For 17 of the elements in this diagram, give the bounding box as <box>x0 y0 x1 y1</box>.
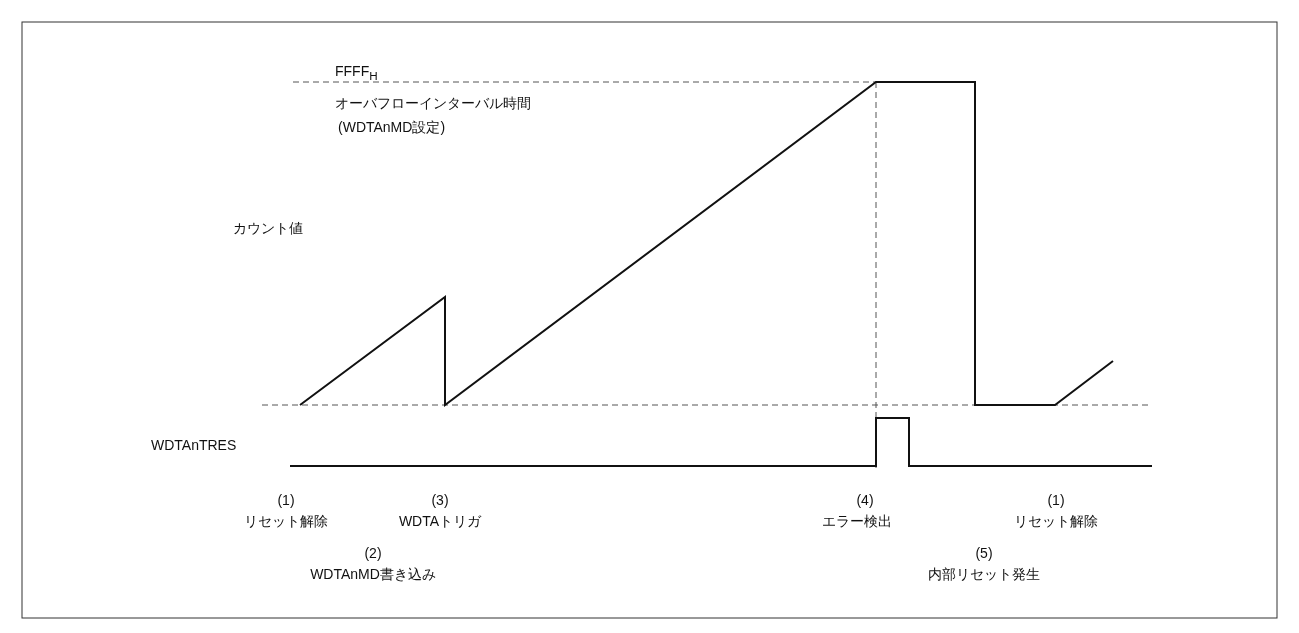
event-number: (1) <box>277 491 295 509</box>
event-number: (1) <box>1047 491 1065 509</box>
signal-name: WDTAnTRES <box>151 436 237 454</box>
event-label: 内部リセット発生 <box>928 565 1040 583</box>
event-label: エラー検出 <box>822 512 892 530</box>
event-number: (5) <box>975 544 993 562</box>
event-number: (3) <box>431 491 449 509</box>
axis-label: カウント値 <box>233 219 303 237</box>
level-label: FFFF$_{H}$ <box>335 62 378 84</box>
event-label: WDTAトリガ <box>398 512 482 530</box>
level-label: (WDTAnMD設定) <box>338 118 446 136</box>
event-label: リセット解除 <box>1014 512 1098 530</box>
event-label: リセット解除 <box>244 512 328 530</box>
event-number: (4) <box>856 491 874 509</box>
event-label: WDTAnMD書き込み <box>310 565 436 583</box>
level-label: オーバフローインターバル時間 <box>335 94 531 112</box>
event-number: (2) <box>364 544 382 562</box>
